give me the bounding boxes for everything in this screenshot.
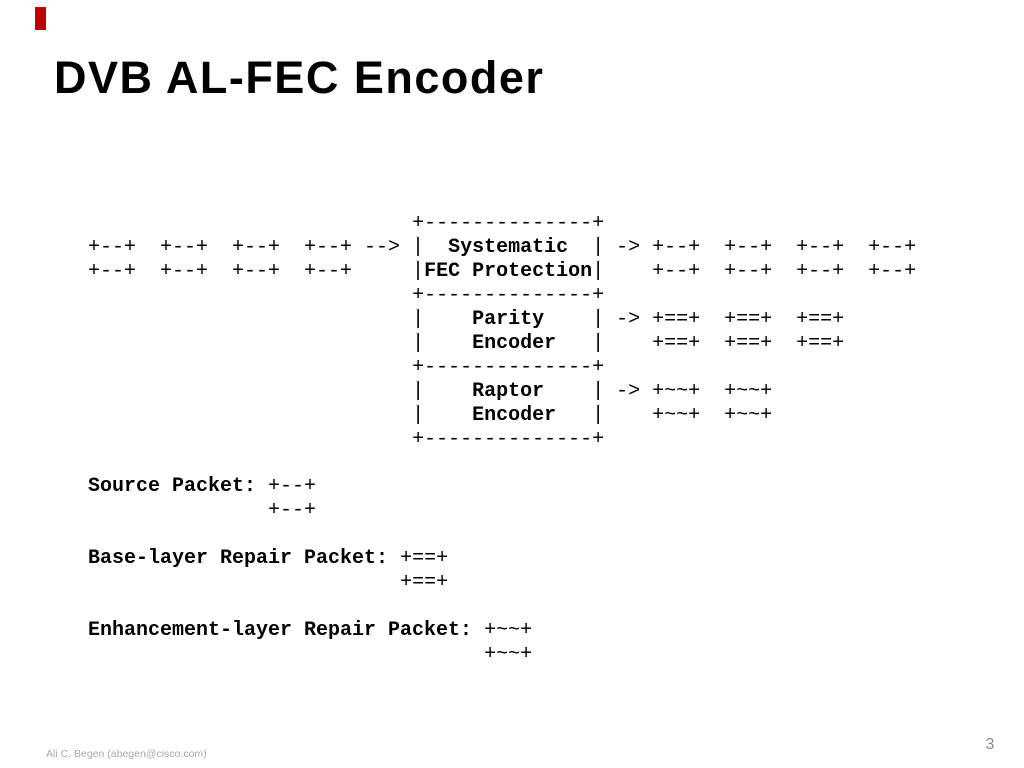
diagram-line: +--------------+ [412,356,605,379]
diagram-line: | Encoder | +~~+ +~~+ [412,404,773,427]
diagram-line: | Parity | -> +==+ +==+ +==+ [412,308,845,331]
legend-line: +--+ [268,499,317,522]
diagram-line: +--------------+ [412,212,605,235]
legend-line: Enhancement-layer Repair Packet: +~~+ [88,619,533,642]
legend-line: +~~+ [484,643,533,666]
legend-line: Base-layer Repair Packet: +==+ [88,547,449,570]
diagram-line: | Raptor | -> +~~+ +~~+ [412,380,773,403]
legend-line: +==+ [400,571,449,594]
ascii-encoder-diagram: +--------------++--+ +--+ +--+ +--+ --> … [88,212,916,452]
slide-title: DVB AL-FEC Encoder [54,52,545,103]
legend-line [88,523,532,547]
diagram-line: +--+ +--+ +--+ +--+ |FEC Protection| +--… [88,260,917,283]
diagram-line: +--------------+ [412,284,605,307]
ascii-packet-legend: Source Packet: +--+ +--+ Base-layer Repai… [88,475,532,667]
legend-line: Source Packet: +--+ [88,475,317,498]
diagram-line: | Encoder | +==+ +==+ +==+ [412,332,845,355]
diagram-line: +--+ +--+ +--+ +--+ --> | Systematic | -… [88,236,917,259]
red-accent-bar [35,7,46,30]
page-number: 3 [985,736,995,753]
legend-line [88,595,532,619]
footer-author: Ali C. Begen (abegen@cisco.com) [46,748,207,760]
diagram-line: +--------------+ [412,428,605,451]
